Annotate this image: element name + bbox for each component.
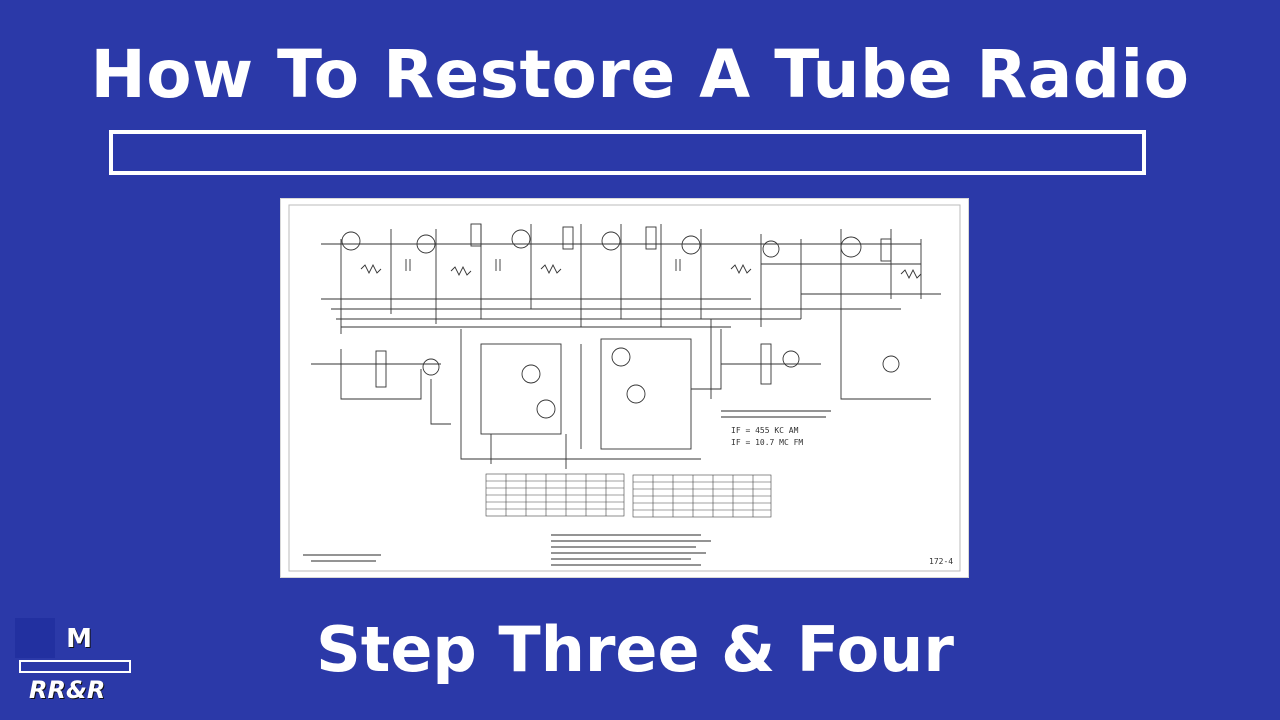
if-am-label: IF = 455 KC AM (731, 426, 799, 435)
if-fm-label: IF = 10.7 MC FM (731, 438, 803, 447)
page-subtitle: Step Three & Four (316, 613, 954, 686)
radio-schematic-image: IF = 455 KC AM IF = 10.7 MC FM 172-4 (281, 199, 968, 577)
channel-logo: M RR&R (15, 618, 133, 710)
page-title: How To Restore A Tube Radio (90, 36, 1190, 113)
logo-top-text: M (66, 624, 92, 654)
drawing-number: 172-4 (929, 557, 953, 566)
schematic-drawing: IF = 455 KC AM IF = 10.7 MC FM 172-4 (288, 204, 961, 572)
logo-bottom-text: RR&R (29, 676, 106, 704)
logo-square (15, 618, 55, 658)
title-underline-bar (109, 130, 1146, 175)
logo-bar (19, 660, 131, 673)
